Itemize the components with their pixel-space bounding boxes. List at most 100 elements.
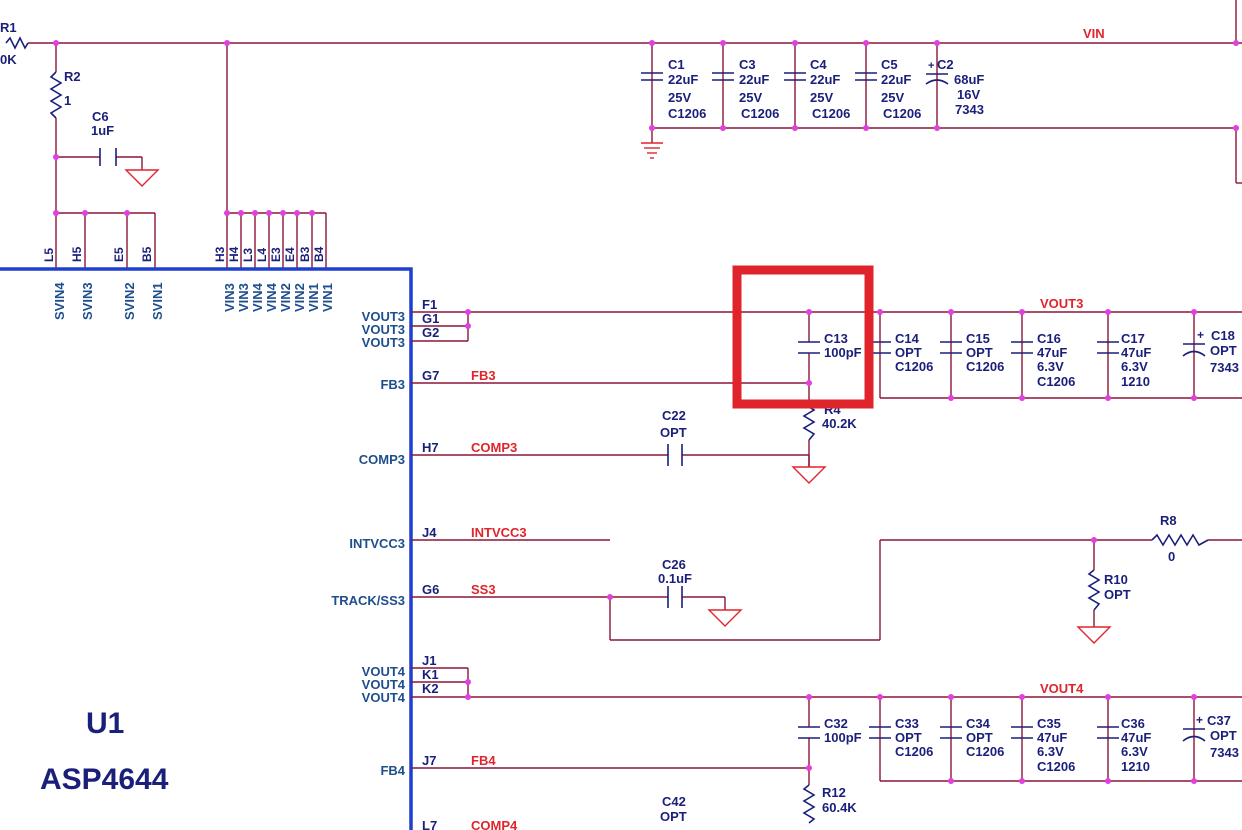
ground-symbol [1076,626,1112,644]
c4-value: 22uF [810,72,840,87]
pin-label: H7 [422,440,439,455]
r1-value: 0K [0,52,17,67]
capacitor-c42: C42 OPT [660,794,687,824]
pin-label: L5 [42,248,56,262]
c17-value: 47uF [1121,345,1151,360]
net-label-ss3: SS3 [471,582,496,597]
pin-label: H5 [70,246,84,262]
pin-net: SVIN2 [122,282,137,320]
c2-value: 68uF [954,72,984,87]
c16-ref: C16 [1037,331,1061,346]
capacitor-c34: C34 OPT C1206 [940,716,1004,759]
chip-top-nets: SVIN4 SVIN3 SVIN2 SVIN1 VIN3 VIN3 VIN4 V… [52,282,335,320]
c33-package: C1206 [895,744,933,759]
c14-package: C1206 [895,359,933,374]
pin-label: F1 [422,297,437,312]
c4-ref: C4 [810,57,827,72]
c2-voltage: 16V [957,87,980,102]
c17-voltage: 6.3V [1121,359,1148,374]
svg-text:+: + [1196,713,1203,727]
chip-right-pins: F1 G1 G2 G7 H7 J4 G6 J1 K1 K2 J7 L7 [422,297,439,830]
pin-net: VIN3 [222,283,237,312]
pin-net: VIN1 [320,283,335,312]
net-label-intvcc3: INTVCC3 [471,525,527,540]
capacitor-c17: C17 47uF 6.3V 1210 [1097,331,1151,389]
c36-voltage: 6.3V [1121,744,1148,759]
pin-label: J7 [422,753,436,768]
pin-label: H4 [227,246,241,262]
resistor-r4: R4 40.2K [791,399,857,484]
pin-net: VIN2 [292,283,307,312]
pin-label: L7 [422,818,437,830]
r4-value: 40.2K [822,416,857,431]
c16-voltage: 6.3V [1037,359,1064,374]
chip-u1: U1 ASP4644 [0,267,413,830]
pin-label: L3 [241,248,255,262]
chip-right-nets: VOUT3 VOUT3 VOUT3 FB3 COMP3 INTVCC3 TRAC… [331,309,405,778]
net-label-fb4: FB4 [471,753,496,768]
pin-label: G1 [422,311,439,326]
c1-voltage: 25V [668,90,691,105]
capacitor-c22: C22 OPT [660,408,687,466]
c15-ref: C15 [966,331,990,346]
c3-value: 22uF [739,72,769,87]
c22-value: OPT [660,425,687,440]
c35-ref: C35 [1037,716,1061,731]
c34-package: C1206 [966,744,1004,759]
c4-voltage: 25V [810,90,833,105]
r2-value: 1 [64,93,71,108]
capacitor-c32: C32 100pF [798,716,862,745]
chip-ref: U1 [86,707,124,740]
capacitor-c6: C6 1uF [91,109,160,187]
capacitor-c3: C3 22uF 25V C1206 [712,57,779,121]
c3-ref: C3 [739,57,756,72]
c5-voltage: 25V [881,90,904,105]
capacitor-c2: + C2 68uF 16V 7343 [925,57,984,117]
r8-value: 0 [1168,549,1175,564]
c26-ref: C26 [662,557,686,572]
pin-label: K2 [422,681,439,696]
resistor-r12: R12 60.4K [802,784,857,824]
r12-ref: R12 [822,785,846,800]
chip-top-pins: L5 H5 E5 B5 H3 H4 L3 L4 E3 E4 B3 B4 [42,246,326,262]
capacitor-c18: + C18 OPT 7343 [1182,328,1239,375]
pin-net: SVIN3 [80,282,95,320]
pin-net: VIN4 [264,282,279,312]
pin-net: VOUT4 [362,690,406,705]
c1-ref: C1 [668,57,685,72]
pin-label: L4 [255,248,269,262]
pin-net: VOUT4 [362,664,406,679]
c33-ref: C33 [895,716,919,731]
c14-value: OPT [895,345,922,360]
capacitor-c33: C33 OPT C1206 [869,716,933,759]
r1-ref: R1 [0,20,17,35]
capacitor-c37: + C37 OPT 7343 [1182,713,1239,760]
pin-label: B5 [140,246,154,262]
c5-value: 22uF [881,72,911,87]
vout4-wiring [411,667,1242,785]
c1-package: C1206 [668,106,706,121]
capacitor-c5: C5 22uF 25V C1206 [855,57,921,121]
c5-package: C1206 [883,106,921,121]
capacitor-c16: C16 47uF 6.3V C1206 [1011,331,1075,389]
ground-symbol [791,466,827,484]
c34-value: OPT [966,730,993,745]
pin-label: J1 [422,653,436,668]
svg-text:+: + [928,60,934,72]
c13-value: 100pF [824,345,862,360]
pin-label: H3 [213,246,227,262]
c42-value: OPT [660,809,687,824]
c35-value: 47uF [1037,730,1067,745]
pin-label: E3 [269,247,283,262]
pin-net: INTVCC3 [349,536,405,551]
ground-symbol [641,142,663,159]
pin-net: VOUT4 [362,677,406,692]
c42-ref: C42 [662,794,686,809]
vin-rail [28,0,1242,268]
net-label-vin: VIN [1083,26,1105,41]
c33-value: OPT [895,730,922,745]
pin-label: G7 [422,368,439,383]
ground-symbol [124,169,160,187]
pin-net: VIN1 [306,283,321,312]
net-label-comp3: COMP3 [471,440,517,455]
